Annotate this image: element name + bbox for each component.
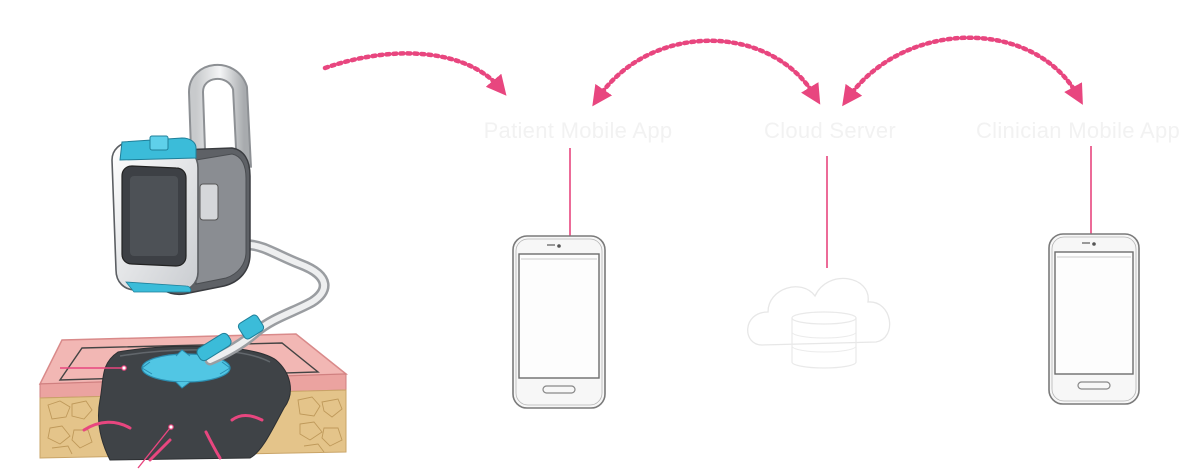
- cloud-server-label: Cloud Server: [764, 118, 896, 143]
- smartphone-sketch-icon: [512, 235, 606, 409]
- wound-therapy-device-icon: [111, 64, 330, 366]
- clinician-mobile-app-label: Clinician Mobile App: [975, 118, 1181, 143]
- arrows: [322, 35, 1083, 107]
- cloud-database-sketch-icon: [747, 277, 891, 369]
- wound-cross-section-icon: [38, 333, 349, 469]
- patient-mobile-app-label: Patient Mobile App: [483, 118, 673, 143]
- arrow-patient-app-cloud: [592, 38, 821, 107]
- connectors: [569, 146, 1092, 268]
- arrow-cloud-clinician-app: [842, 35, 1083, 107]
- arrow-device-to-patient-app: [322, 51, 507, 96]
- smartphone-sketch-icon: [1048, 233, 1140, 405]
